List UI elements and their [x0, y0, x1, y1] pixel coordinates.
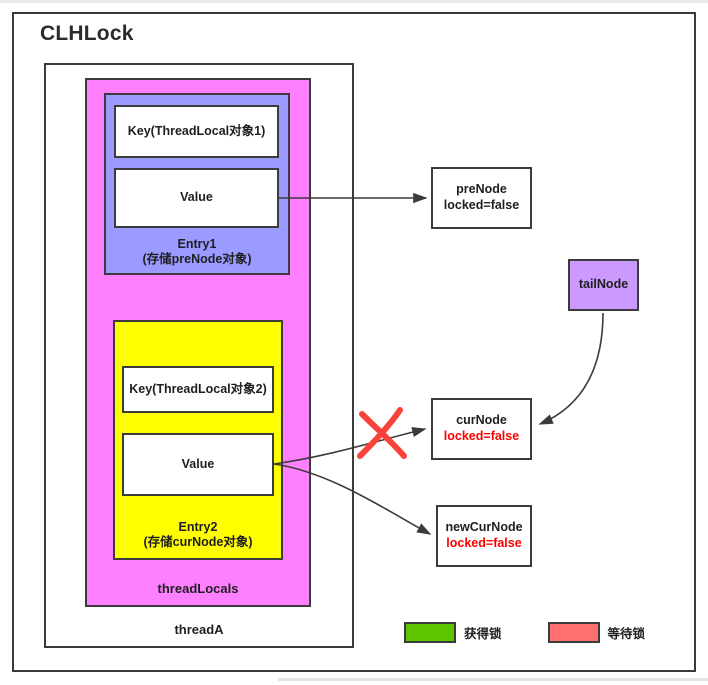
legend-swatch-acquired: [404, 622, 456, 643]
legend: 获得锁 等待锁: [404, 622, 645, 643]
entry1-key-label: Key(ThreadLocal对象1): [127, 123, 266, 138]
entry1-caption-line2: (存储preNode对象): [142, 252, 252, 267]
entry2-caption: Entry2 (存储curNode对象): [143, 520, 252, 551]
entry1-value-label: Value: [180, 190, 213, 205]
legend-item-waiting: 等待锁: [547, 622, 646, 643]
threadA-label: threadA: [174, 621, 224, 637]
newcurnode-text: newCurNode locked=false: [445, 520, 522, 551]
entry2-key-label: Key(ThreadLocal对象2): [129, 381, 267, 396]
curnode-box: curNode locked=false: [431, 398, 532, 460]
entry2-value-box: Value: [122, 433, 274, 496]
legend-label-acquired: 获得锁: [464, 627, 502, 641]
entry2-caption-line1: Entry2: [178, 519, 218, 534]
curnode-state: locked=false: [443, 429, 520, 443]
tailnode-label: tailNode: [578, 277, 629, 292]
entry1-key-box: Key(ThreadLocal对象1): [114, 105, 279, 158]
legend-label-waiting: 等待锁: [607, 627, 646, 641]
prenode-name: preNode: [456, 182, 507, 197]
curnode-name: curNode: [456, 413, 507, 428]
prenode-state: locked=false: [443, 198, 520, 212]
legend-item-acquired: 获得锁: [404, 622, 502, 643]
curnode-text: curNode locked=false: [444, 413, 519, 444]
threadLocals-label: threadLocals: [157, 580, 239, 596]
entry1-value-box: Value: [114, 168, 279, 228]
prenode-text: preNode locked=false: [444, 182, 519, 213]
entry1-caption-line1: Entry1: [177, 236, 217, 251]
newcurnode-state: locked=false: [446, 536, 522, 550]
entry2-caption-line2: (存储curNode对象): [143, 535, 253, 550]
top-edge-artifact: [0, 0, 708, 3]
bottom-edge-rule: [278, 678, 708, 681]
newcurnode-name: newCurNode: [445, 520, 523, 535]
entry2-key-box: Key(ThreadLocal对象2): [122, 366, 274, 413]
tailnode-box: tailNode: [568, 259, 639, 311]
page-title: CLHLock: [40, 22, 134, 45]
entry1-caption: Entry1 (存储preNode对象): [142, 237, 251, 268]
newcurnode-box: newCurNode locked=false: [436, 505, 532, 567]
prenode-box: preNode locked=false: [431, 167, 532, 229]
entry2-value-label: Value: [181, 456, 215, 471]
legend-swatch-waiting: [547, 622, 600, 643]
